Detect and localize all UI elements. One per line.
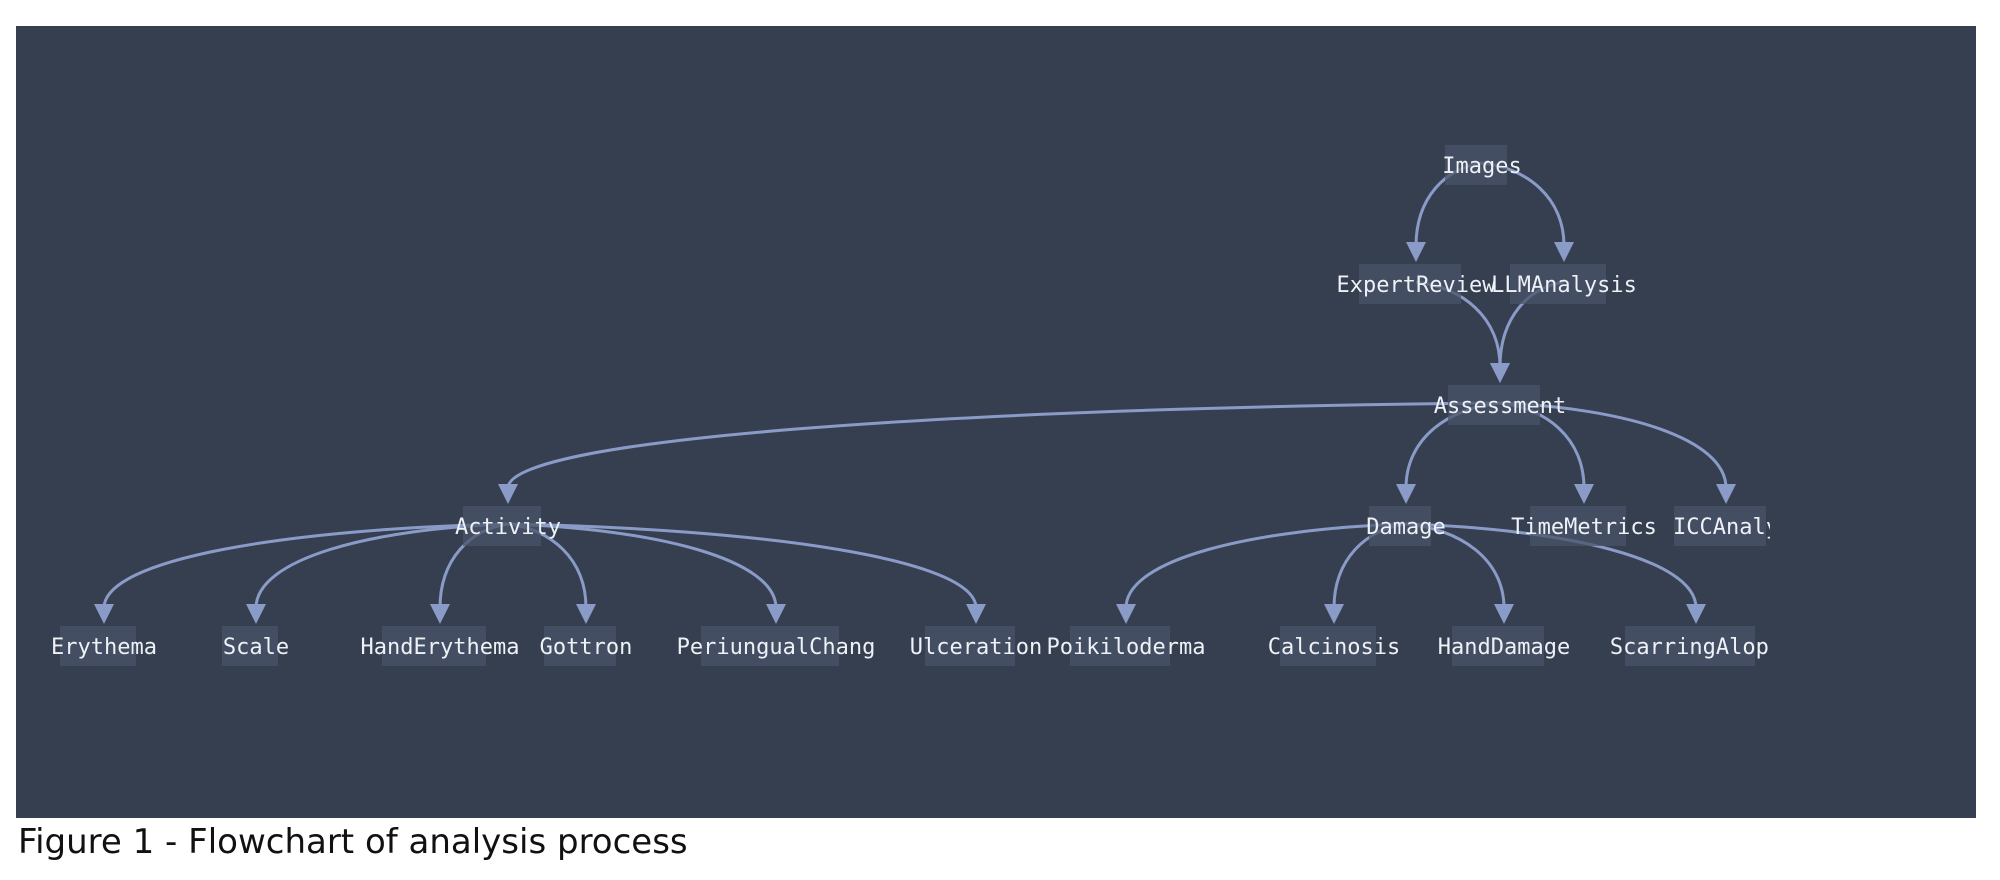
node-box-scale xyxy=(222,626,278,666)
node-box-poikiloderma xyxy=(1070,626,1170,666)
node-box-calcinosis xyxy=(1280,626,1376,666)
edge-assessment-to-activity xyxy=(506,401,1501,489)
arrowhead-llm-analysis xyxy=(1554,242,1574,262)
node-label-icc-analysis: ICCAnaly xyxy=(1673,515,1779,540)
edge-damage-to-scarring-alopecia xyxy=(1405,522,1698,609)
node-gottron: Gottron xyxy=(540,626,633,666)
node-label-activity: Activity xyxy=(455,515,561,540)
node-label-assessment: Assessment xyxy=(1434,394,1566,419)
arrowhead-gottron xyxy=(576,604,596,624)
node-box-icc-analysis xyxy=(1674,506,1766,546)
node-label-time-metrics: TimeMetrics xyxy=(1511,515,1657,540)
edge-damage-to-poikiloderma xyxy=(1124,522,1407,609)
node-box-periungual-changes xyxy=(701,626,839,666)
node-box-time-metrics xyxy=(1530,506,1626,546)
arrowhead-icc-analysis xyxy=(1716,484,1736,504)
node-box-erythema xyxy=(60,626,136,666)
node-erythema: Erythema xyxy=(51,626,157,666)
node-calcinosis: Calcinosis xyxy=(1268,626,1400,666)
node-damage: Damage xyxy=(1366,506,1446,546)
node-label-scale: Scale xyxy=(223,635,289,660)
arrowhead-time-metrics xyxy=(1574,484,1594,504)
arrowhead-calcinosis xyxy=(1324,604,1344,624)
node-label-scarring-alopecia: ScarringAlope xyxy=(1610,635,1782,660)
node-scarring-alopecia: ScarringAlope xyxy=(1610,626,1782,666)
node-scale: Scale xyxy=(222,626,289,666)
node-box-llm-analysis xyxy=(1510,264,1606,304)
edge-activity-to-erythema xyxy=(102,522,509,609)
node-label-hand-damage: HandDamage xyxy=(1438,635,1570,660)
node-ulceration: Ulceration xyxy=(910,626,1042,666)
node-box-images xyxy=(1445,145,1507,185)
node-box-gottron xyxy=(544,626,616,666)
arrowhead-scale xyxy=(246,604,266,624)
arrowhead-periungual-changes xyxy=(766,604,786,624)
arrowhead-damage xyxy=(1396,484,1416,504)
node-label-expert-review: ExpertReview xyxy=(1337,273,1497,298)
node-poikiloderma: Poikiloderma xyxy=(1047,626,1206,666)
node-activity: Activity xyxy=(455,506,561,546)
node-label-hand-erythema: HandErythema xyxy=(361,635,520,660)
node-time-metrics: TimeMetrics xyxy=(1511,506,1657,546)
node-box-scarring-alopecia xyxy=(1625,626,1755,666)
node-label-poikiloderma: Poikiloderma xyxy=(1047,635,1206,660)
arrowhead-scarring-alopecia xyxy=(1686,604,1706,624)
node-label-calcinosis: Calcinosis xyxy=(1268,635,1400,660)
node-periungual-changes: PeriungualChang xyxy=(677,626,876,666)
node-expert-review: ExpertReview xyxy=(1337,264,1497,304)
node-hand-damage: HandDamage xyxy=(1438,626,1570,666)
node-hand-erythema: HandErythema xyxy=(361,626,520,666)
arrowhead-ulceration xyxy=(966,604,986,624)
edge-activity-to-ulceration xyxy=(507,522,978,609)
node-box-activity xyxy=(463,506,541,546)
node-box-damage xyxy=(1369,506,1431,546)
node-label-erythema: Erythema xyxy=(51,635,157,660)
figure-caption: Figure 1 - Flowchart of analysis process xyxy=(18,822,688,862)
node-assessment: Assessment xyxy=(1434,385,1566,425)
arrowhead-hand-erythema xyxy=(430,604,450,624)
node-llm-analysis: LLMAnalysis xyxy=(1491,264,1637,304)
node-label-damage: Damage xyxy=(1366,515,1445,540)
arrowhead-poikiloderma xyxy=(1116,604,1136,624)
node-icc-analysis: ICCAnaly xyxy=(1673,506,1779,546)
node-label-periungual-changes: PeriungualChang xyxy=(677,635,876,660)
edge-activity-to-scale xyxy=(254,522,509,609)
node-label-images: Images xyxy=(1442,154,1521,179)
nodes-layer: ImagesExpertReviewLLMAnalysisAssessmentA… xyxy=(51,145,1782,666)
node-images: Images xyxy=(1442,145,1522,185)
node-label-ulceration: Ulceration xyxy=(910,635,1042,660)
edge-assessment-to-icc-analysis xyxy=(1499,401,1728,489)
edges-layer xyxy=(94,161,1736,624)
node-box-ulceration xyxy=(925,626,1015,666)
node-box-hand-erythema xyxy=(382,626,486,666)
node-box-expert-review xyxy=(1359,264,1461,304)
node-box-hand-damage xyxy=(1452,626,1544,666)
arrowhead-erythema xyxy=(94,604,114,624)
node-box-assessment xyxy=(1448,385,1540,425)
arrowhead-hand-damage xyxy=(1494,604,1514,624)
arrowhead-expert-review xyxy=(1406,242,1426,262)
flowchart: ImagesExpertReviewLLMAnalysisAssessmentA… xyxy=(51,145,1782,666)
edge-activity-to-periungual-changes xyxy=(507,522,778,609)
arrowhead-activity xyxy=(498,484,518,504)
arrowhead-assessment xyxy=(1490,363,1510,383)
node-label-gottron: Gottron xyxy=(540,635,633,660)
node-label-llm-analysis: LLMAnalysis xyxy=(1491,273,1637,298)
